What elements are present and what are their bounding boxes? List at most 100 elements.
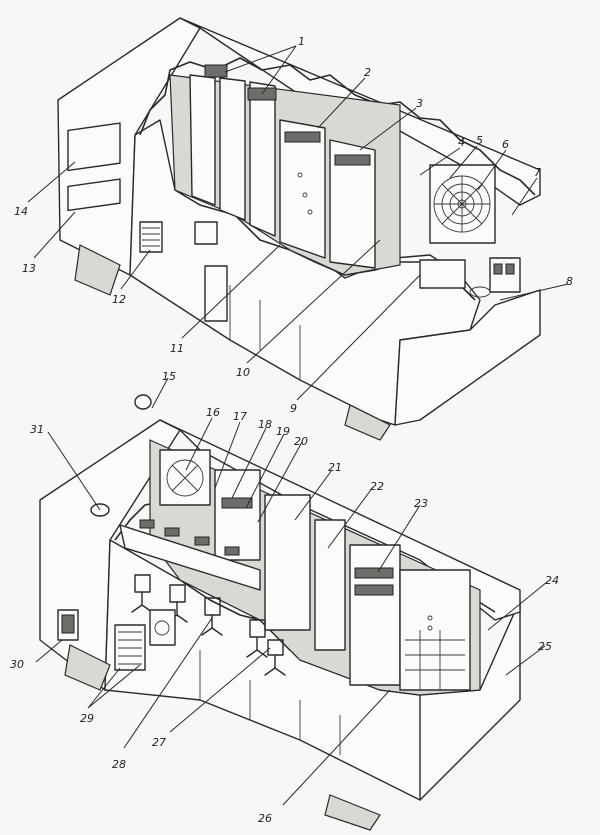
upper-vent-slats <box>142 227 160 247</box>
upper-door <box>204 265 228 322</box>
lower-rack-display <box>354 567 394 579</box>
callout-10: 10 <box>236 366 250 379</box>
callout-28: 28 <box>112 758 126 771</box>
upper-knob <box>302 192 308 198</box>
upper-equipment-slot <box>505 263 515 275</box>
leader-31 <box>47 431 101 511</box>
leader-12 <box>120 249 151 290</box>
upper-skid-left <box>74 244 121 296</box>
callout-27: 27 <box>152 736 166 749</box>
upper-wall-seams <box>229 285 301 380</box>
leader-11 <box>181 244 281 339</box>
callout-19: 19 <box>276 425 290 438</box>
callout-21: 21 <box>328 461 342 474</box>
leader-20 <box>257 441 303 523</box>
callout-labels: 1 2 3 4 5 6 7 8 9 10 11 12 13 14 15 16 1… <box>10 35 573 825</box>
callout-7: 7 <box>534 166 541 179</box>
upper-right-equipment <box>419 257 521 298</box>
callout-23: 23 <box>414 497 428 510</box>
leader-21 <box>294 469 333 521</box>
upper-cabinet-2 <box>219 77 246 221</box>
lower-console-control <box>194 536 210 546</box>
callout-1: 1 <box>298 35 305 48</box>
callout-20: 20 <box>294 435 308 448</box>
leader-15 <box>151 377 169 409</box>
lower-rack-6 <box>399 569 471 691</box>
callout-9: 9 <box>290 402 297 415</box>
lower-rack-display <box>354 584 394 596</box>
upper-knob <box>307 209 313 215</box>
upper-door-window <box>194 221 218 245</box>
leader-29 <box>87 664 141 709</box>
callout-8: 8 <box>566 275 573 288</box>
leader-3 <box>359 107 417 151</box>
operator-chair <box>201 597 223 636</box>
leader-27 <box>169 647 271 733</box>
lower-knob <box>427 625 433 631</box>
callout-25: 25 <box>538 640 552 653</box>
leader-22 <box>327 486 374 549</box>
upper-window-bottom <box>67 178 121 212</box>
callout-13: 13 <box>22 262 36 275</box>
leader-9 <box>296 274 421 401</box>
lower-skid-left <box>64 644 111 691</box>
upper-skid-right <box>344 404 391 441</box>
leader-6 <box>477 149 507 191</box>
leader-28 <box>123 617 213 749</box>
callout-17: 17 <box>233 410 247 423</box>
lower-fan-grille <box>166 459 204 497</box>
leader-7 <box>511 177 538 216</box>
lower-console-control <box>139 519 155 529</box>
lower-rack-2 <box>214 469 261 561</box>
lower-rack-3 <box>264 494 311 631</box>
callout-2: 2 <box>364 66 371 79</box>
lower-rack-column <box>159 449 471 691</box>
callout-5: 5 <box>476 134 483 147</box>
upper-roof-hatch-1 <box>204 64 228 78</box>
upper-panel-display-2 <box>334 154 371 166</box>
upper-cabinet-5 <box>329 139 376 269</box>
leader-18 <box>231 427 267 499</box>
upper-cabinet-1 <box>189 74 216 206</box>
lower-wall-seams <box>199 650 341 755</box>
upper-cabinet-4 <box>279 119 326 259</box>
callout-14: 14 <box>14 205 28 218</box>
lower-knob <box>427 615 433 621</box>
leader-17 <box>214 421 241 489</box>
upper-equipment-slot <box>493 263 503 275</box>
upper-cabinet-3 <box>249 81 276 237</box>
leader-25 <box>505 645 546 676</box>
callout-4: 4 <box>458 136 465 149</box>
callout-22: 22 <box>370 480 384 493</box>
callout-29: 29 <box>80 712 94 725</box>
leader-4 <box>419 147 461 176</box>
callout-3: 3 <box>416 97 423 110</box>
lower-rack-4 <box>314 519 346 651</box>
upper-fan-spokes <box>434 176 490 232</box>
upper-knob <box>297 172 303 178</box>
callout-12: 12 <box>112 293 126 306</box>
leader-1 <box>224 45 297 95</box>
lower-rack-display <box>221 497 253 509</box>
upper-floor-unit <box>419 259 466 289</box>
leader-13 <box>33 211 76 259</box>
lower-vent <box>114 624 146 671</box>
leader-lines <box>27 45 569 806</box>
leader-14 <box>27 161 76 203</box>
lower-hatch <box>149 609 176 646</box>
upper-fan-assembly <box>429 164 496 244</box>
upper-window-top <box>67 122 121 172</box>
lower-console-control <box>224 546 240 556</box>
callout-30: 30 <box>10 658 24 671</box>
operator-chair <box>246 619 268 658</box>
leader-10 <box>246 239 381 364</box>
leader-5 <box>449 145 478 179</box>
leader-2 <box>317 77 366 129</box>
leader-8 <box>499 283 569 301</box>
lower-end-box-panel <box>61 614 75 634</box>
leader-16 <box>185 417 213 471</box>
upper-tear-edge <box>139 57 536 196</box>
upper-floor-fitting <box>469 286 491 298</box>
